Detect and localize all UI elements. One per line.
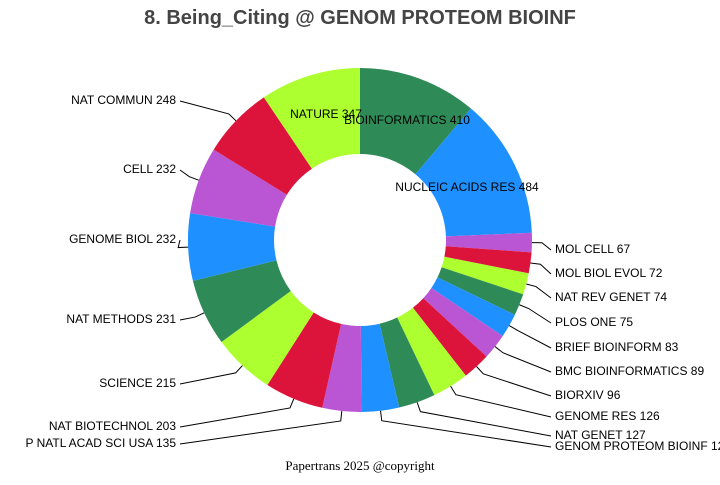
slice-bioinformatics — [360, 68, 471, 175]
slice-mol-biol-evol — [444, 246, 532, 274]
label-bmc-bioinformatics: BMC BIOINFORMATICS 89 — [555, 364, 704, 378]
label-cell: CELL 232 — [123, 162, 176, 176]
label-nat-biotechnol: NAT BIOTECHNOL 203 — [49, 419, 176, 433]
copyright-footer: Papertrans 2025 @copyright — [285, 458, 435, 473]
label-nat-methods: NAT METHODS 231 — [66, 312, 176, 326]
leader-line-biorxiv — [476, 366, 552, 397]
label-mol-biol-evol: MOL BIOL EVOL 72 — [555, 266, 663, 280]
slice-nucleic-acids-res — [415, 108, 532, 237]
label-genom-proteom-bioinf: GENOM PROTEOM BIOINF 129 — [555, 439, 720, 453]
leader-line-nat-methods — [179, 312, 205, 321]
label-p-natl-acad-sci-usa: P NATL ACAD SCI USA 135 — [25, 436, 176, 450]
slice-p-natl-acad-sci-usa — [322, 323, 362, 413]
label-nature: NATURE 347 — [290, 107, 362, 121]
slice-nat-methods — [192, 260, 291, 342]
leader-line-mol-cell — [531, 242, 552, 251]
chart-title: 8. Being_Citing @ GENOM PROTEOM BIOINF — [144, 7, 576, 29]
label-leader-lines — [177, 100, 552, 448]
leader-line-cell — [179, 169, 199, 181]
leader-line-nat-genet — [416, 402, 552, 437]
label-genome-biol: GENOME BIOL 232 — [69, 232, 176, 246]
leader-line-brief-bioinform — [508, 325, 552, 349]
slice-nat-commun — [213, 97, 312, 195]
slice-nat-genet — [379, 317, 435, 408]
slice-nat-rev-genet — [441, 256, 529, 295]
leader-line-nat-commun — [179, 100, 237, 122]
leader-line-genome-biol — [177, 239, 189, 249]
slice-bmc-bioinformatics — [423, 287, 503, 357]
leader-line-nat-biotechnol — [179, 398, 295, 428]
label-nat-rev-genet: NAT REV GENET 74 — [555, 290, 667, 304]
leader-line-mol-biol-evol — [530, 262, 552, 275]
slice-genome-biol — [188, 213, 277, 281]
slice-nat-biotechnol — [267, 312, 342, 408]
label-brief-bioinform: BRIEF BIOINFORM 83 — [555, 340, 679, 354]
slice-biorxiv — [412, 298, 487, 376]
label-science: SCIENCE 215 — [99, 376, 176, 390]
slice-science — [221, 290, 314, 385]
label-biorxiv: BIORXIV 96 — [555, 388, 621, 402]
slice-genome-res — [397, 307, 466, 396]
label-mol-cell: MOL CELL 67 — [555, 242, 630, 256]
leader-line-genome-res — [450, 385, 552, 418]
slice-nature — [263, 68, 360, 169]
leader-line-bmc-bioinformatics — [494, 346, 552, 373]
label-nat-commun: NAT COMMUN 248 — [71, 93, 176, 107]
label-nat-genet: NAT GENET 127 — [555, 428, 646, 442]
slice-mol-cell — [445, 232, 532, 253]
slice-brief-bioinform — [431, 277, 515, 336]
label-plos-one: PLOS ONE 75 — [555, 315, 633, 329]
label-bioinformatics: BIOINFORMATICS 410 — [344, 113, 470, 127]
leader-line-genom-proteom-bioinf — [380, 410, 552, 448]
slice-plos-one — [437, 267, 524, 315]
slice-cell — [190, 149, 287, 227]
leader-line-plos-one — [519, 304, 552, 324]
slice-genom-proteom-bioinf — [360, 323, 400, 412]
leader-line-nat-rev-genet — [526, 283, 552, 299]
label-genome-res: GENOME RES 126 — [555, 409, 660, 423]
leader-line-science — [179, 365, 243, 385]
donut-slices — [188, 68, 532, 413]
label-nucleic-acids-res: NUCLEIC ACIDS RES 484 — [395, 180, 539, 194]
leader-line-p-natl-acad-sci-usa — [179, 410, 343, 445]
